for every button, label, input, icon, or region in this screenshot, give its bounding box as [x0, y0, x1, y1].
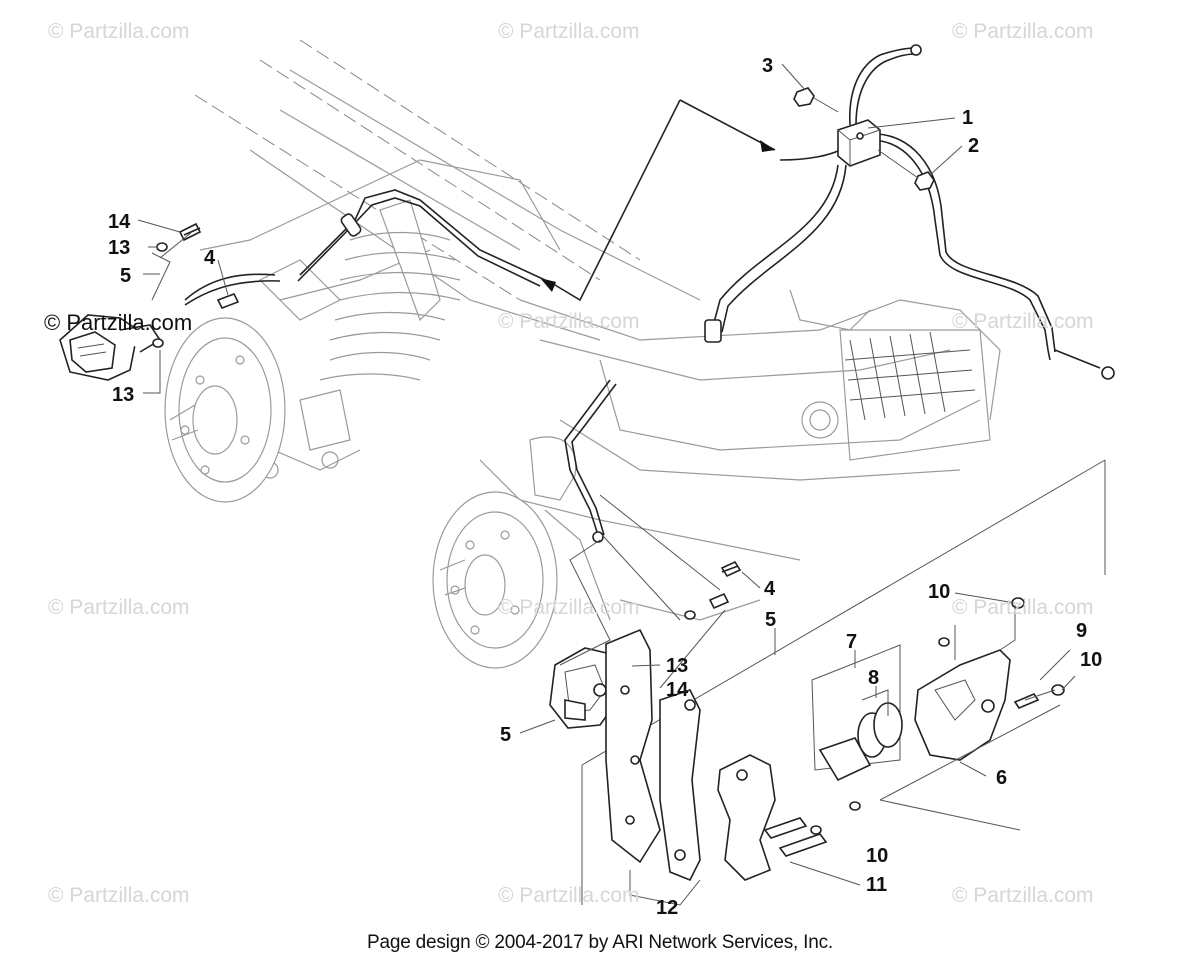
rear-brake-disc	[164, 317, 286, 503]
callout-13: 13	[666, 655, 688, 677]
callout-12: 12	[656, 897, 678, 919]
brake-hose-junction	[793, 87, 935, 191]
watermark: © Partzilla.com	[44, 310, 193, 335]
callout-14: 14	[108, 211, 131, 233]
callout-2: 2	[968, 135, 979, 157]
vehicle-frame-outline	[194, 39, 1001, 621]
callout-3: 3	[762, 55, 773, 77]
callout-4: 4	[764, 578, 776, 600]
callout-9: 9	[1076, 620, 1087, 642]
watermark: © Partzilla.com	[48, 884, 190, 907]
caliper-exploded-view	[581, 459, 1106, 906]
callout-7: 7	[846, 631, 857, 653]
watermark: © Partzilla.com	[498, 884, 640, 907]
callout-10: 10	[1080, 649, 1102, 671]
brake-hoses	[184, 47, 1056, 536]
rear-caliper	[59, 222, 240, 381]
front-brake-disc	[432, 436, 611, 669]
watermark: © Partzilla.com	[498, 596, 640, 619]
watermark: © Partzilla.com	[48, 596, 190, 619]
rear-shock-spring	[249, 199, 461, 479]
watermark: © Partzilla.com	[952, 20, 1094, 43]
callout-5: 5	[500, 724, 511, 746]
watermark: © Partzilla.com	[498, 310, 640, 333]
callout-13: 13	[108, 237, 130, 259]
callout-leaders	[137, 63, 1076, 777]
callout-8: 8	[868, 667, 879, 689]
callout-13: 13	[112, 384, 134, 406]
callout-14: 14	[666, 679, 689, 701]
watermark: © Partzilla.com	[952, 884, 1094, 907]
callout-10: 10	[928, 581, 950, 603]
callout-6: 6	[996, 767, 1007, 789]
callout-5: 5	[765, 609, 776, 631]
callout-10: 10	[866, 845, 888, 867]
watermark: © Partzilla.com	[952, 310, 1094, 333]
callout-4: 4	[204, 247, 216, 269]
watermark: © Partzilla.com	[498, 20, 640, 43]
page-footer: Page design © 2004-2017 by ARI Network S…	[367, 932, 833, 953]
callout-1: 1	[962, 107, 973, 129]
hose-banjo-eye	[1101, 366, 1115, 380]
hose-banjo-eye	[910, 44, 922, 56]
watermark: © Partzilla.com	[952, 596, 1094, 619]
callout-labels: 3 1 2 14 13 4 5 13 4 5 13 14 5 7 8 10 9 …	[108, 55, 1102, 919]
callout-5: 5	[120, 265, 131, 287]
front-caliper	[549, 494, 742, 729]
callout-11: 11	[866, 874, 887, 896]
watermark: © Partzilla.com	[48, 20, 190, 43]
